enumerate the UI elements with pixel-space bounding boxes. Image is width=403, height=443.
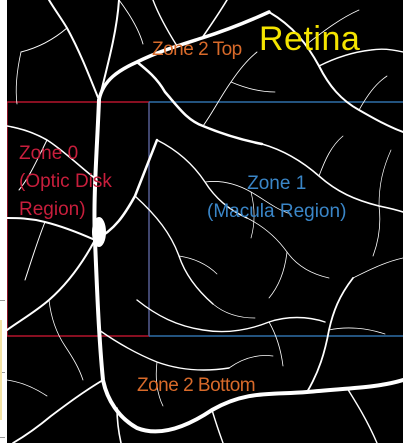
edge-mark (0, 320, 2, 420)
edge-tick (0, 300, 5, 301)
zone2-bottom-label: Zone 2 Bottom (137, 376, 255, 395)
retina-title: Retina (259, 22, 360, 56)
zone2-top-label: Zone 2 Top (152, 40, 242, 59)
zone0-label: Zone 0 (Optic Disk Region) (19, 140, 112, 224)
retina-diagram: Zone 2 Top Zone 0 (Optic Disk Region) Zo… (7, 0, 403, 443)
zone1-label: Zone 1 (Macula Region) (207, 170, 346, 226)
edge-tick (0, 437, 5, 438)
left-edge-strip (0, 0, 7, 443)
